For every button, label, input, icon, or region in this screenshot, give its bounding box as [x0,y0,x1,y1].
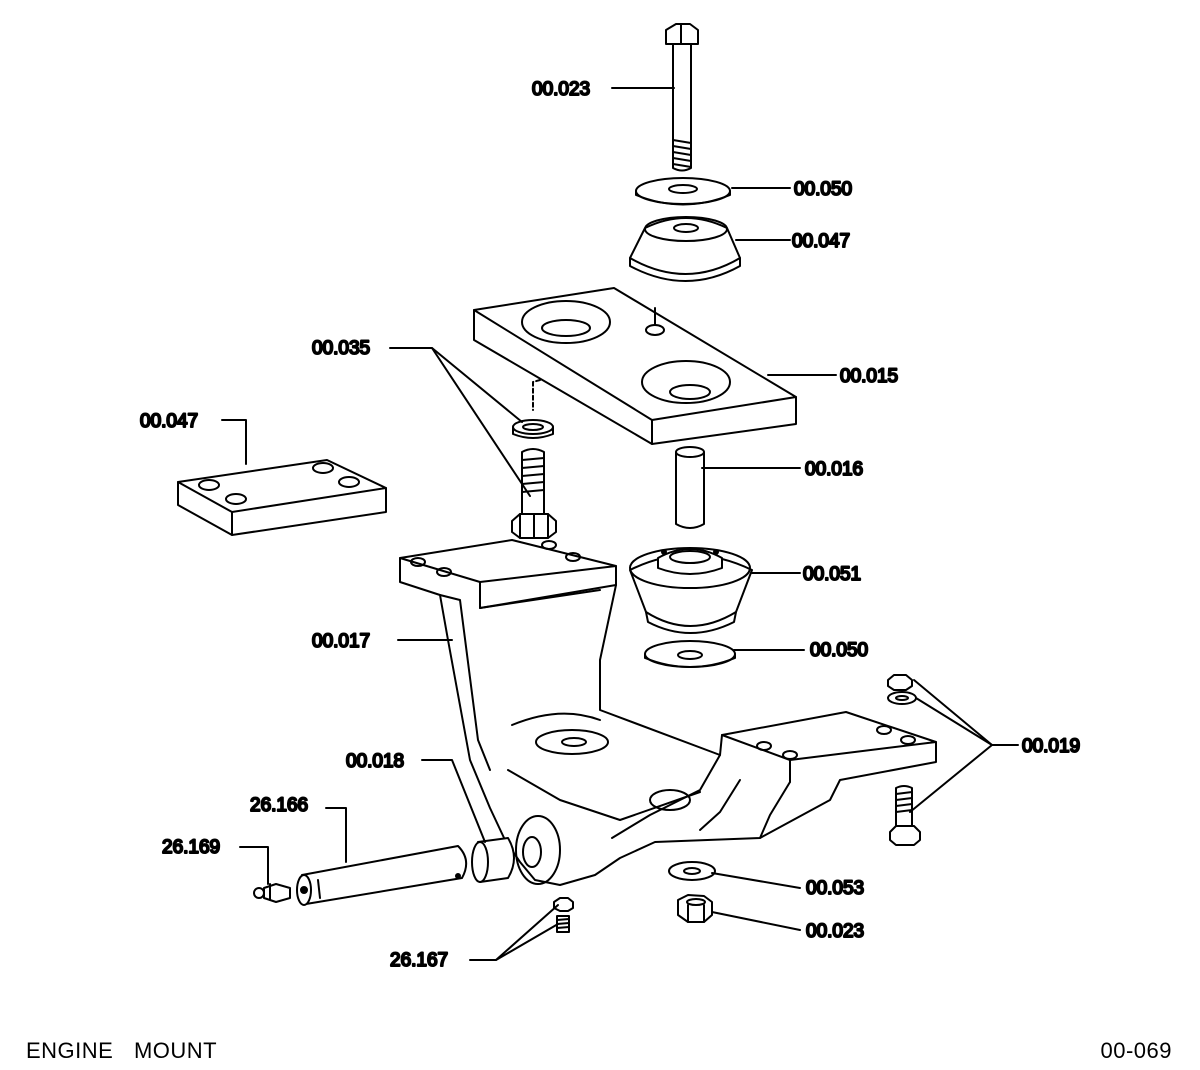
lower-washer [644,640,736,668]
bottom-washer [668,861,716,881]
left-washer-bolt [511,419,557,539]
top-washer [635,177,731,206]
screw-nut [553,897,574,933]
bushing [471,837,515,883]
bracket [399,539,937,886]
label-grease-fitting: 26.169 [162,837,220,858]
label-bracket: 00.017 [312,631,370,652]
bottom-nut [677,894,713,923]
label-cushion-lower: 00.051 [803,564,861,585]
label-washer-lower: 00.050 [810,640,868,661]
lower-cushion [629,547,753,634]
leader-lines [221,87,1019,961]
top-cushion [629,216,741,282]
grease-fitting [253,883,291,903]
label-screw-nut: 26.167 [390,950,448,971]
label-bolt-nut-left: 00.035 [312,338,370,359]
page-number: 00-069 [1100,1038,1172,1063]
upper-plate [473,287,797,445]
label-washer-top: 00.050 [794,179,852,200]
label-pad: 00.047 [140,411,198,432]
pad [177,459,387,536]
right-nut-washer-bolt [887,674,921,846]
label-cushion-top: 00.047 [792,231,850,252]
footer-title: ENGINE MOUNT [26,1038,218,1063]
label-sleeve: 00.016 [805,459,863,480]
top-bolt [665,23,699,172]
label-bushing: 00.018 [346,751,404,772]
pin [296,845,468,906]
label-nut-bottom: 00.023 [806,921,864,942]
label-washer-bottom: 00.053 [806,878,864,899]
label-nut-bolt-right: 00.019 [1022,736,1080,757]
label-bolt-top: 00.023 [532,79,590,100]
sleeve [675,446,705,529]
label-plate: 00.015 [840,366,898,387]
label-pin: 26.166 [250,795,308,816]
